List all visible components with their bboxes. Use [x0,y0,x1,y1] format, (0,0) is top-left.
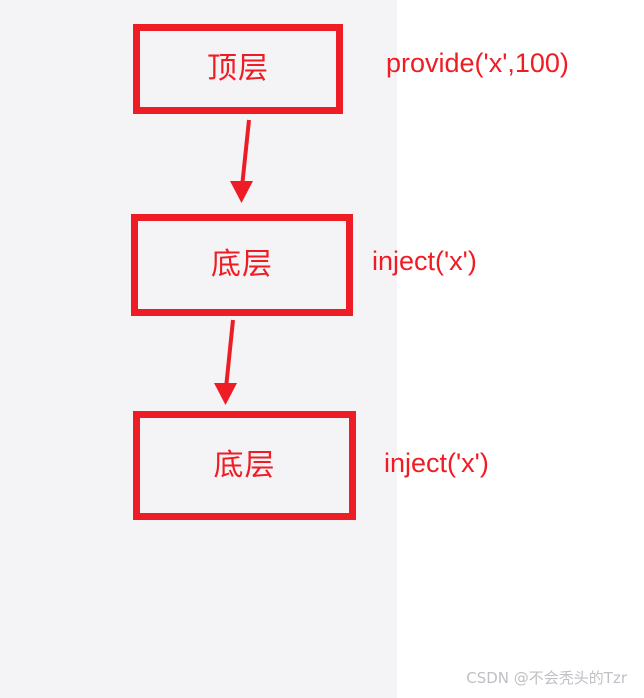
arrow-top-to-middle-icon [230,119,253,203]
background-right-panel [397,0,644,698]
node-label-bottom-layer: 底层 [213,447,276,483]
node-box-bottom-layer: 底层 [133,411,356,520]
annotation-provide: provide('x',100) [386,48,569,78]
arrow-middle-to-bottom-icon [214,319,237,405]
background-left-panel [0,0,397,698]
node-label-middle-layer: 底层 [211,247,273,282]
annotation-inject-bottom: inject('x') [384,448,489,478]
node-box-top-layer: 顶层 [133,24,343,114]
annotation-inject-middle: inject('x') [372,246,477,276]
watermark-text: CSDN @不会秃头的Tzr [466,669,627,687]
node-box-middle-layer: 底层 [131,214,353,316]
node-label-top-layer: 顶层 [207,51,269,86]
